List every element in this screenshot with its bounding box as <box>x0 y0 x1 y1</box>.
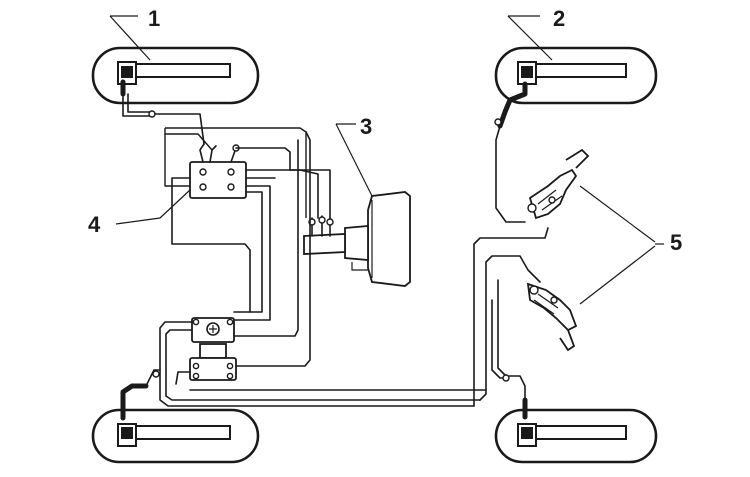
brake-hoses <box>120 79 528 421</box>
wheel-front-left <box>91 46 260 105</box>
brake-booster <box>303 191 411 287</box>
callout-3: 3 <box>360 114 373 139</box>
wheel-front-right <box>494 46 658 105</box>
wheel-rear-right <box>494 408 658 464</box>
master-cylinder-ports <box>308 215 334 237</box>
rear-valve <box>189 317 237 381</box>
callout-5: 5 <box>670 230 683 255</box>
right-brake-unit-upper <box>527 148 590 220</box>
callout-4: 4 <box>88 212 101 237</box>
leader-lines <box>109 15 664 305</box>
right-brake-unit-lower <box>526 282 578 352</box>
callout-2: 2 <box>553 6 566 31</box>
proportioning-valve <box>189 143 247 199</box>
wheel-rear-left <box>91 408 260 464</box>
brake-lines <box>122 93 549 407</box>
callout-1: 1 <box>148 6 161 31</box>
